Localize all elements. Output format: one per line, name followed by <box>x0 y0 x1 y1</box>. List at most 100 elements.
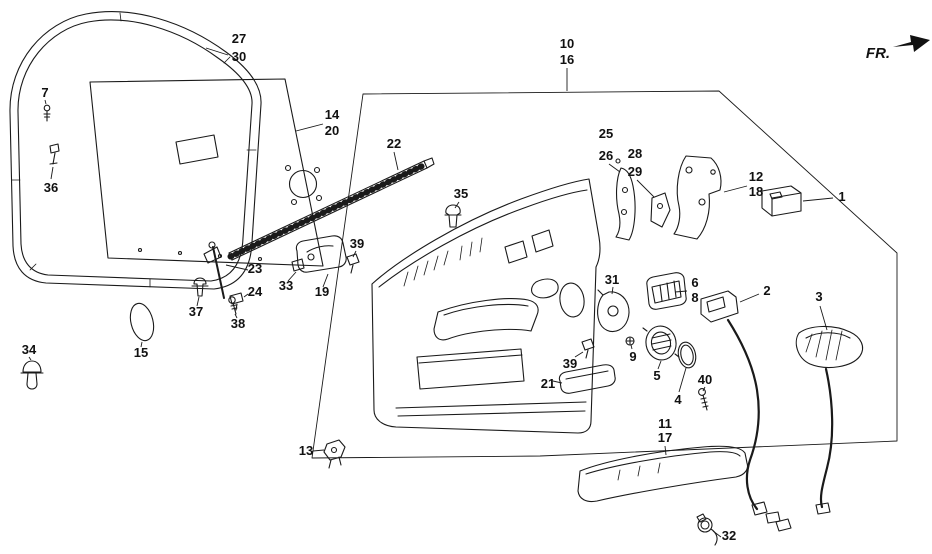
speaker-tab <box>642 327 648 332</box>
grille-slat <box>666 282 670 300</box>
bracket-hole <box>656 202 664 210</box>
pad-inner-line <box>805 332 851 339</box>
part-label-7: 7 <box>41 85 48 100</box>
leader-line <box>712 530 722 538</box>
knob-hole <box>607 305 619 317</box>
part-label-2: 2 <box>763 283 770 298</box>
seal-inner-outline <box>17 19 253 282</box>
seal-section-ticks <box>11 12 257 288</box>
switch-edge <box>771 192 802 199</box>
part-label-31: 31 <box>605 272 619 287</box>
pad-hatch <box>805 329 843 361</box>
part-switch-panel-2 <box>700 290 792 532</box>
part-label-20: 20 <box>325 123 339 138</box>
grommet-body <box>445 204 461 228</box>
clip-head <box>49 143 60 154</box>
part-seal-ring-15 <box>129 302 155 342</box>
part-label-39b: 39 <box>563 356 577 371</box>
handle-cutout <box>504 240 528 264</box>
bolt-hole <box>290 198 298 206</box>
speaker-grille-line <box>651 339 672 345</box>
part-label-40: 40 <box>698 372 712 387</box>
speaker-grille-line <box>651 333 671 339</box>
leader-line <box>636 179 655 198</box>
clip-hole <box>257 256 263 262</box>
part-label-14: 14 <box>325 107 340 122</box>
clip-body <box>346 253 360 266</box>
part-label-35: 35 <box>454 186 468 201</box>
part-label-22: 22 <box>387 136 401 151</box>
part-label-23: 23 <box>248 261 262 276</box>
part-label-39a: 39 <box>350 236 364 251</box>
leader-line <box>196 296 200 307</box>
part-label-17: 17 <box>658 430 672 445</box>
switch-body <box>761 185 802 217</box>
leader-line <box>243 293 249 298</box>
part-label-16: 16 <box>560 52 574 67</box>
rod-bracket <box>203 246 222 264</box>
cylinder-core <box>700 520 710 530</box>
bolt-hole <box>313 166 321 174</box>
leader-line <box>702 386 706 392</box>
part-screw-40 <box>698 388 709 411</box>
screw-thread <box>700 397 707 400</box>
bolt-head <box>625 336 635 346</box>
clip-head <box>43 104 51 112</box>
screw-thread <box>702 405 709 408</box>
part-labels: 27 30 7 36 14 20 22 10 16 25 26 28 29 12… <box>22 31 846 543</box>
clip-body <box>323 439 346 461</box>
part-label-26: 26 <box>599 148 613 163</box>
part-grommet-35 <box>444 204 462 228</box>
part-clip-7 <box>43 104 51 122</box>
part-vent-grille-6-8 <box>646 272 687 310</box>
clip-stem <box>52 152 56 165</box>
leader-line <box>664 445 667 456</box>
panel-inset <box>706 296 726 313</box>
bracket-hole <box>710 169 716 175</box>
part-label-36: 36 <box>44 180 58 195</box>
base-hatch <box>617 462 661 481</box>
bracket-outline <box>673 155 722 240</box>
part-label-25: 25 <box>599 126 613 141</box>
grommet-dome <box>22 360 42 373</box>
speaker-grille-line <box>652 345 672 351</box>
panel-label-cutout <box>175 134 219 165</box>
map-pocket <box>416 348 525 390</box>
clip-tail <box>350 264 354 274</box>
leader-line <box>678 367 687 393</box>
screw-head <box>698 388 706 396</box>
door-pull-cup <box>531 278 559 299</box>
harness-connector <box>751 501 768 516</box>
part-label-10: 10 <box>560 36 574 51</box>
armrest-inner-line <box>443 303 529 316</box>
grommet-body <box>26 372 38 390</box>
bracket-hole <box>620 208 628 216</box>
part-label-30: 30 <box>232 49 246 64</box>
part-label-29: 29 <box>628 164 642 179</box>
bezel-outline <box>295 235 347 273</box>
part-lock-knob-bezel-31 <box>597 289 630 333</box>
leader-line <box>739 293 760 303</box>
part-sash-bracket-25-26 <box>615 158 636 241</box>
part-lock-bracket-12-18 <box>673 155 722 240</box>
part-label-6: 6 <box>691 275 698 290</box>
leader-lines <box>28 47 834 538</box>
leader-line <box>287 271 297 282</box>
switch-button <box>769 191 783 200</box>
grille-slat <box>673 280 677 298</box>
part-label-4: 4 <box>674 392 682 407</box>
trim-grain-hatch <box>403 237 483 287</box>
part-weatherstrip-seal <box>9 11 262 290</box>
clip-hole <box>330 446 338 454</box>
gasket-outer <box>677 341 697 369</box>
gasket-inner <box>680 344 694 366</box>
part-gasket-4 <box>677 341 697 369</box>
cylinder-tab <box>696 513 707 523</box>
part-clip-37 <box>191 277 209 297</box>
part-label-32: 32 <box>722 528 736 543</box>
part-retainer-33 <box>291 258 305 272</box>
trim-outline <box>371 178 601 434</box>
part-lock-cylinder-32 <box>696 513 718 546</box>
speaker-rim <box>645 325 677 361</box>
part-screw-38 <box>228 296 238 315</box>
